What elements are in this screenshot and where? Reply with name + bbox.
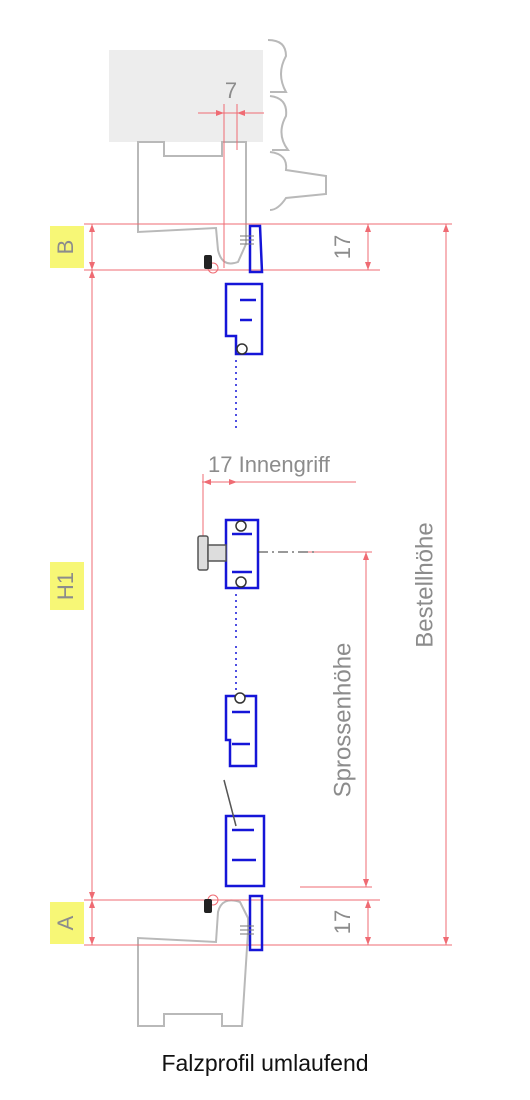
slat-top-1 [224,282,264,356]
glass-sheet [223,779,237,827]
top-shingle-2 [269,95,290,151]
dim-top-17: 17 [330,235,355,259]
top-frame [109,39,327,265]
top-wall-block [109,50,263,142]
bottom-frame [137,899,249,1027]
innengriff-label: 17 Innengriff [208,452,331,477]
sprossenhoehe-label: Sprossenhöhe [329,643,356,798]
bottom-hook-profile [248,894,264,952]
dim-top-7: 7 [225,78,237,103]
dimension-arrows [89,110,449,945]
bottom-frame-profile [137,899,249,1027]
slat-handle [224,518,260,590]
slat-lower-2 [224,814,266,888]
top-frame-profile [137,141,247,265]
inner-handle [197,535,227,571]
dim-bottom-17: 17 [330,910,355,934]
hinge-brushes [240,235,254,935]
tag-b-label: B [53,240,78,255]
tag-h1: H1 [50,562,84,610]
hinges [204,255,212,913]
rollers [234,343,248,704]
tag-a-label: A [53,915,78,930]
bestellhoehe-label: Bestellhöhe [411,522,438,647]
dimension-lines [84,104,452,946]
tag-h1-label: H1 [53,572,78,600]
shutter-profiles [224,224,266,952]
top-shingle-1 [267,39,288,93]
top-hook-profile [248,224,264,274]
tag-b: B [50,226,84,268]
top-shingle-3 [269,151,327,211]
tag-a: A [50,902,84,944]
slat-lower-1 [224,694,258,768]
drawing-caption: Falzprofil umlaufend [161,1050,369,1076]
